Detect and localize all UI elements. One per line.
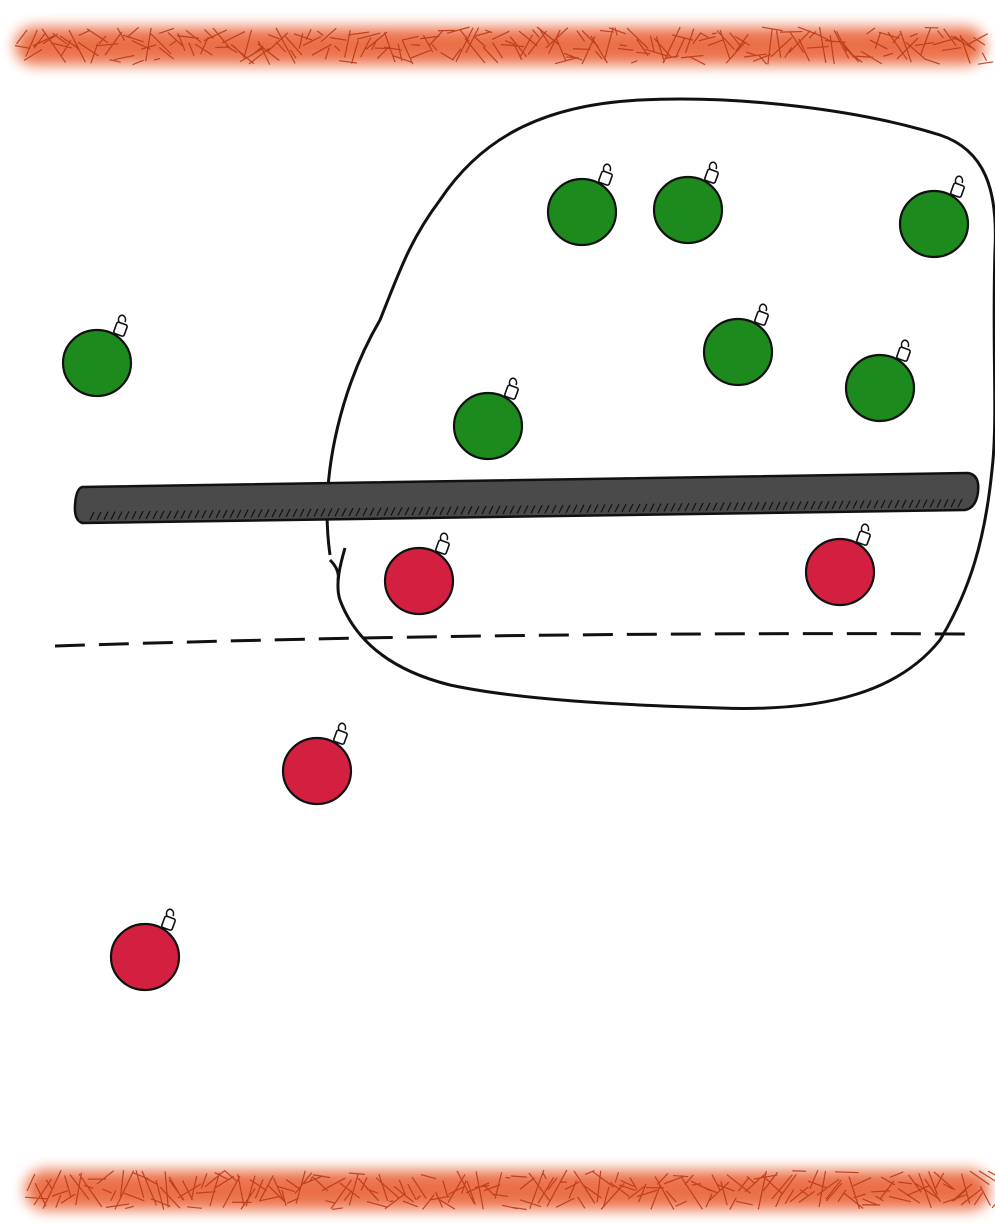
red-ornament <box>385 533 453 614</box>
ornaments <box>63 162 968 990</box>
green-ornament <box>548 164 616 245</box>
green-ornament <box>454 378 522 459</box>
red-ornament <box>806 524 874 605</box>
green-ornament <box>846 340 914 421</box>
green-ornament <box>654 162 722 243</box>
red-ornament <box>111 909 179 990</box>
dashed-line <box>55 634 975 646</box>
bottom-border <box>25 1170 995 1210</box>
loop-tick <box>330 560 338 580</box>
top-border <box>15 27 993 65</box>
red-ornament <box>283 723 351 804</box>
green-ornament <box>63 315 131 396</box>
green-ornament <box>900 176 968 257</box>
green-ornament <box>704 304 772 385</box>
